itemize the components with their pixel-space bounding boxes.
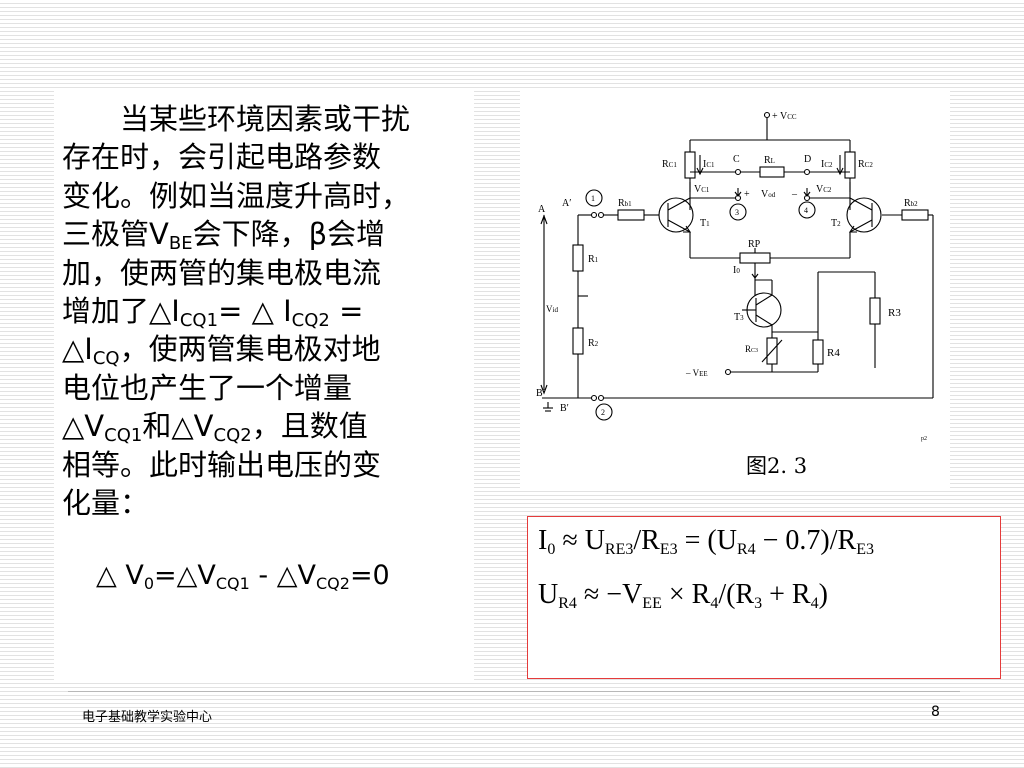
terminal-a-prime-label: A′ xyxy=(562,198,571,209)
text-panel xyxy=(54,88,474,680)
t1-label: T1 xyxy=(700,218,710,229)
rp-label: RP xyxy=(748,239,761,250)
i0-label: I0 xyxy=(733,265,740,276)
terminal-a-label: A xyxy=(538,204,546,215)
ic1-label: IC1 xyxy=(703,159,715,170)
vcc-label: + VCC xyxy=(772,111,797,122)
text-line: △VCQ1和△VCQ2，且数值 xyxy=(62,409,368,447)
figure-caption: 图2. 3 xyxy=(746,454,808,478)
r2-label: R2 xyxy=(588,338,599,349)
rb2-label: Rb2 xyxy=(904,198,918,209)
rc2-label: RC2 xyxy=(858,159,873,170)
node-d-label: D xyxy=(804,154,811,165)
node-1-label: 1 xyxy=(591,194,595,203)
node-4-label: 4 xyxy=(804,206,808,215)
text-line: 化量： xyxy=(62,486,150,521)
rc1-label: RC1 xyxy=(662,159,677,170)
formula-ur4: UR4 ≈ −VEE × R4/(R3 + R4) xyxy=(538,579,828,612)
text-line: 加，使两管的集电极电流 xyxy=(62,255,382,290)
formula-i0: I0 ≈ URE3/RE3 = (UR4 − 0.7)/RE3 xyxy=(538,525,874,558)
t2-label: T2 xyxy=(831,218,841,229)
text-line: 存在时，会引起电路参数 xyxy=(62,140,382,175)
r3-label: R3 xyxy=(888,307,901,319)
text-line: △ICQ，使两管集电极对地 xyxy=(62,332,381,370)
node-3-label: 3 xyxy=(735,208,739,217)
rl-label: RL xyxy=(764,155,775,166)
vod-label: Vod xyxy=(761,189,776,200)
vid-label: Vid xyxy=(546,304,558,314)
page-number: 8 xyxy=(931,704,940,720)
output-voltage-equation: △ V0=△VCQ1 - △VCQ2=0 xyxy=(96,560,390,593)
text-line: 变化。例如当温度升高时， xyxy=(62,178,411,213)
r1-label: R1 xyxy=(588,254,599,265)
body-paragraph: 当某些环境因素或干扰 存在时，会引起电路参数 变化。例如当温度升高时， 三极管V… xyxy=(62,100,467,522)
t3-label: T3 xyxy=(734,312,744,323)
vod-plus: + xyxy=(744,189,750,200)
text-line: 增加了△ICQ1= △ ICQ2 = xyxy=(62,294,364,332)
text-line: 相等。此时输出电压的变 xyxy=(62,447,382,482)
corner-mark: p2 xyxy=(921,436,927,442)
vc1-label: VC1 xyxy=(694,184,710,195)
footer-divider xyxy=(68,691,960,692)
circuit-panel xyxy=(520,90,950,490)
node-c-label: C xyxy=(733,154,740,165)
rc3-label: RC3 xyxy=(745,344,758,354)
terminal-b-prime-label: B′ xyxy=(560,403,569,414)
footer-organization: 电子基础教学实验中心 xyxy=(82,710,213,725)
vc2-label: VC2 xyxy=(816,184,832,195)
vod-minus: – xyxy=(791,189,798,200)
terminal-b-label: B xyxy=(536,388,543,399)
ic2-label: IC2 xyxy=(821,159,833,170)
circuit-diagram: + VCC RC1 RC2 IC1 IC2 VC1 VC2 C D RL + V… xyxy=(536,111,934,442)
vee-label: – VEE xyxy=(685,368,708,378)
text-line: 当某些环境因素或干扰 xyxy=(120,102,411,136)
text-line: 三极管VBE会下降，β会增 xyxy=(62,217,386,255)
r4-label: R4 xyxy=(827,347,840,359)
rb1-label: Rb1 xyxy=(618,198,632,209)
formula-box: I0 ≈ URE3/RE3 = (UR4 − 0.7)/RE3 UR4 ≈ −V… xyxy=(527,516,1001,679)
node-2-label: 2 xyxy=(601,408,605,417)
text-line: 电位也产生了一个增量 xyxy=(62,370,353,405)
